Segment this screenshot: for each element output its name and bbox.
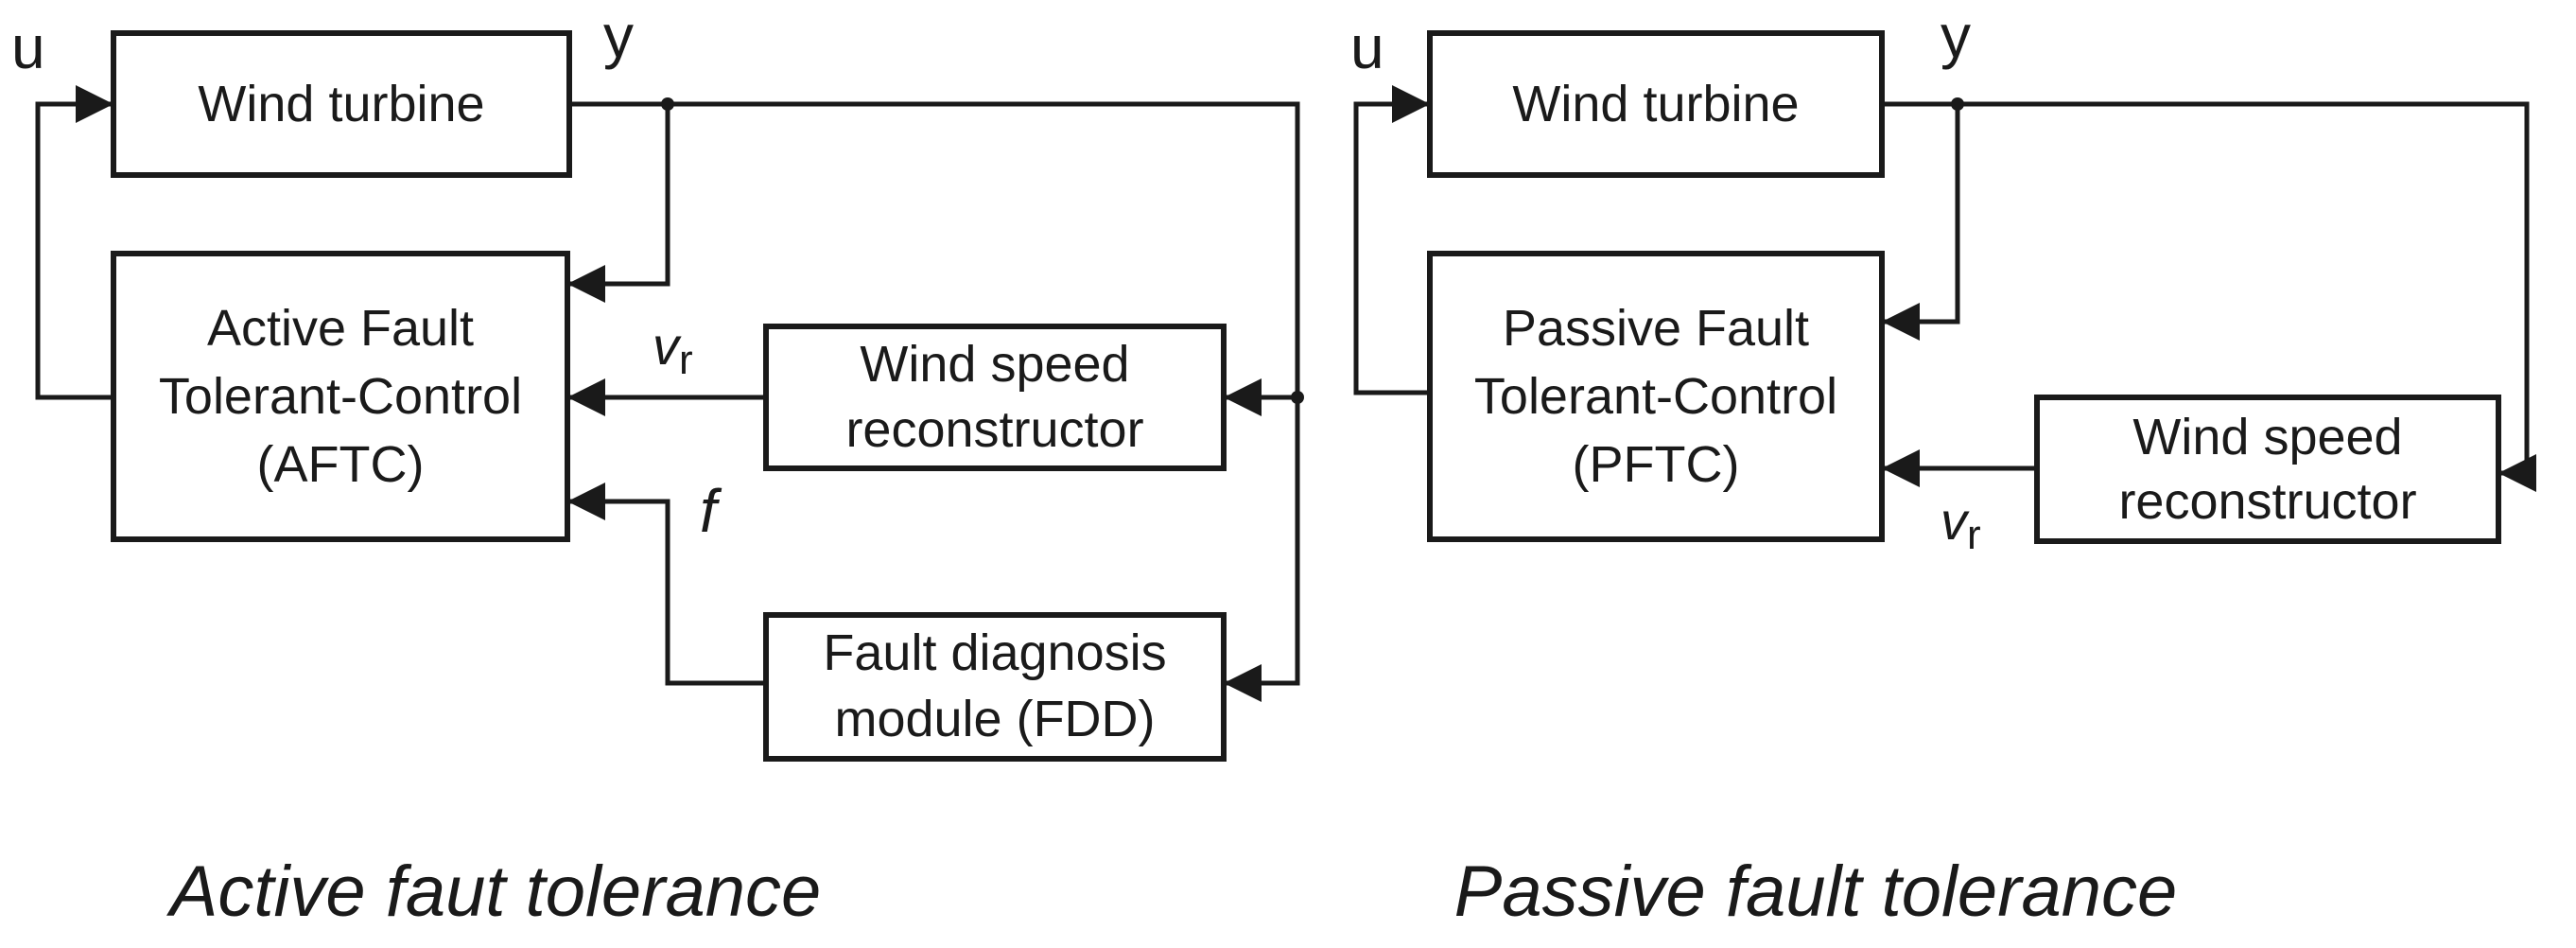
active-wind-turbine-block: Wind turbine	[111, 30, 572, 178]
passive-pftc-label-line-2: Tolerant-Control	[1474, 368, 1837, 425]
passive-pftc-label-line-1: Passive Fault	[1503, 300, 1809, 357]
active-right-junction-dot	[1291, 391, 1304, 404]
active-feedback-u-wire	[35, 85, 113, 400]
passive-reconstructor-label-line-2: reconstructor	[2118, 473, 2416, 530]
passive-y-junction-dot	[1951, 97, 1964, 111]
passive-reconstructor-block: Wind speed reconstructor	[2034, 395, 2501, 544]
active-reconstructor-block: Wind speed reconstructor	[763, 324, 1227, 471]
active-aftc-label-line-1: Active Fault	[207, 300, 474, 357]
active-fault-signal-label: f	[700, 477, 722, 545]
active-wind-turbine-label: Wind turbine	[198, 76, 484, 132]
active-caption: Active faut tolerance	[166, 851, 822, 932]
passive-y-to-controller-wire	[1882, 104, 1960, 341]
active-diagram: Wind turbine Active Fault Tolerant-Contr…	[11, 2, 1304, 932]
active-fdd-label-line-2: module (FDD)	[834, 691, 1155, 747]
passive-reconstructor-label-line-1: Wind speed	[2132, 409, 2402, 465]
passive-u-label: u	[1350, 13, 1384, 81]
passive-vr-subscript: r	[1967, 512, 1981, 558]
active-vr-label: vr	[653, 316, 693, 383]
active-aftc-label-line-2: Tolerant-Control	[159, 368, 522, 425]
passive-feedback-u-wire	[1353, 85, 1430, 395]
active-aftc-block: Active Fault Tolerant-Control (AFTC)	[111, 251, 570, 542]
active-fault-signal-wire	[567, 483, 766, 686]
passive-caption: Passive fault tolerance	[1454, 851, 2178, 932]
passive-wind-turbine-label: Wind turbine	[1512, 76, 1799, 132]
active-u-label: u	[11, 13, 45, 81]
active-reconstructor-label-line-1: Wind speed	[860, 336, 1129, 393]
passive-vr-label: vr	[1941, 491, 1981, 558]
passive-diagram: Wind turbine Passive Fault Tolerant-Cont…	[1350, 2, 2536, 932]
passive-pftc-block: Passive Fault Tolerant-Control (PFTC)	[1427, 251, 1885, 542]
passive-output-y-wire	[1882, 101, 2530, 473]
active-y-to-controller-wire	[567, 104, 670, 303]
active-y-junction-dot	[661, 97, 674, 111]
active-reconstructor-label-line-2: reconstructor	[845, 401, 1143, 458]
active-output-y-wire	[569, 101, 1300, 397]
active-vr-main: v	[653, 316, 682, 376]
passive-pftc-label-line-3: (PFTC)	[1573, 436, 1740, 493]
passive-y-label: y	[1941, 2, 1971, 70]
active-aftc-label-line-3: (AFTC)	[257, 436, 425, 493]
active-y-label: y	[603, 2, 634, 70]
active-fdd-input-wire	[1224, 397, 1300, 702]
passive-vr-main: v	[1941, 491, 1970, 551]
passive-wind-turbine-block: Wind turbine	[1427, 30, 1885, 178]
active-fdd-label-line-1: Fault diagnosis	[823, 624, 1166, 681]
active-vr-subscript: r	[679, 337, 693, 383]
active-fdd-block: Fault diagnosis module (FDD)	[763, 612, 1227, 762]
